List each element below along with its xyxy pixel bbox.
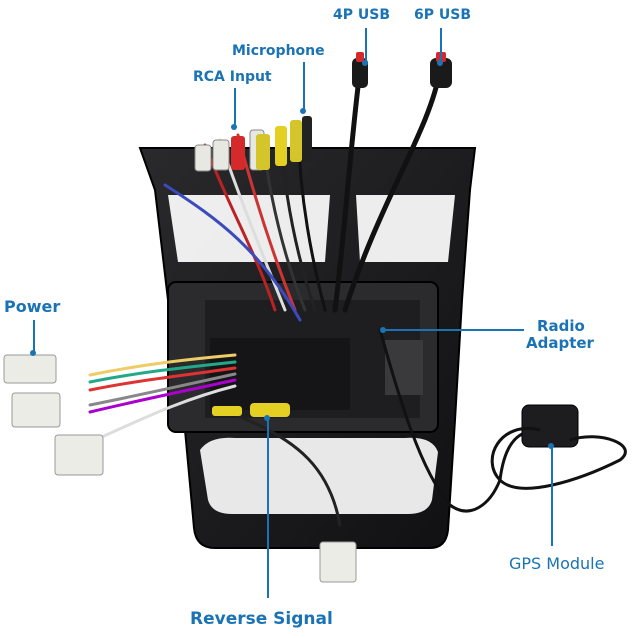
reverse-signal-label: Reverse Signal [190, 609, 333, 629]
power-connectors [3, 354, 104, 476]
rca-callout-dot [231, 124, 237, 130]
usb4-label: 4P USB [333, 7, 390, 23]
power-callout-dot [30, 350, 36, 356]
gps-callout-dot [548, 443, 554, 449]
usb6-label: 6P USB [414, 7, 471, 23]
radio-callout-line [384, 329, 524, 331]
usb4-callout-line [365, 28, 367, 62]
reverse-callout-dot [264, 415, 270, 421]
rca-connectors [194, 116, 312, 172]
rca-input-label: RCA Input [193, 69, 272, 85]
microphone-label: Microphone [232, 43, 325, 59]
reverse-callout-line [267, 418, 269, 598]
gps-callout-line [551, 446, 553, 546]
radio-callout-dot [380, 327, 386, 333]
usb6-callout-dot [437, 60, 443, 66]
radio-adapter-label-line1: Radio [537, 317, 585, 335]
microphone-callout-line [303, 62, 305, 110]
power-label: Power [4, 297, 61, 316]
power-callout-line [33, 320, 35, 352]
radio-adapter-label-line2: Adapter [526, 334, 594, 352]
head-unit [167, 281, 439, 433]
reverse-connector [212, 403, 357, 583]
usb6-callout-line [440, 28, 442, 62]
usb-connectors [352, 52, 452, 88]
usb4-callout-dot [362, 60, 368, 66]
rca-callout-line [234, 88, 236, 126]
microphone-callout-dot [300, 108, 306, 114]
gps-module-label: GPS Module [509, 554, 605, 573]
gps-antenna [490, 404, 627, 490]
